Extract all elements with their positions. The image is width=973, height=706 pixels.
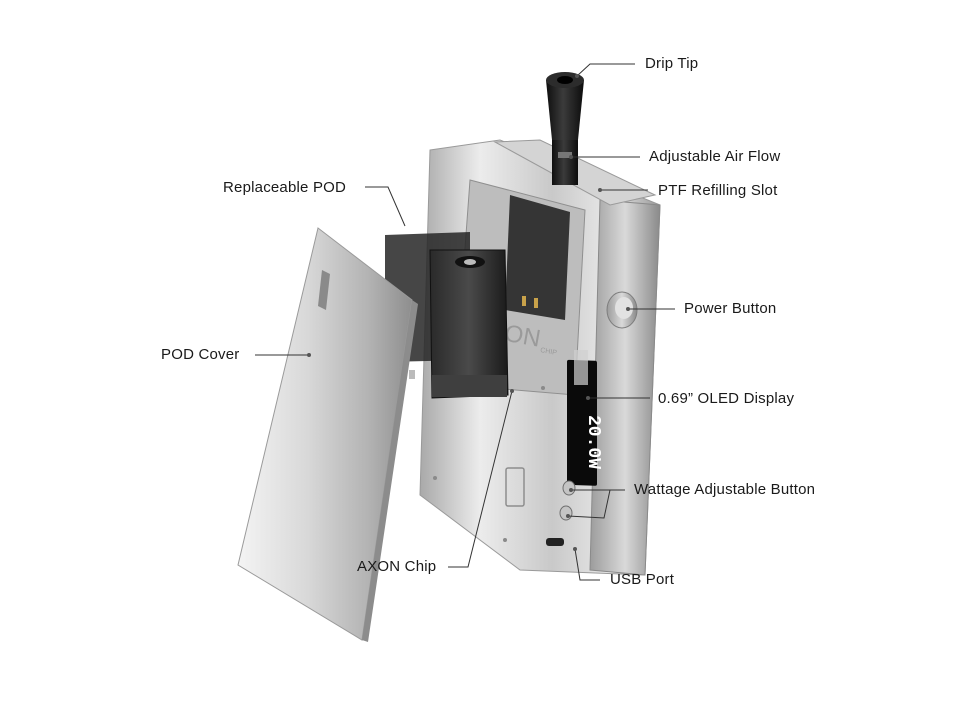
- label-wattage-button: Wattage Adjustable Button: [634, 481, 816, 498]
- power-button-shape: [606, 291, 638, 329]
- drip-tip-shape: [546, 72, 584, 185]
- usb-port-shape: [546, 538, 564, 546]
- label-ptf-refilling-slot: PTF Refilling Slot: [658, 182, 778, 199]
- axon-brand-sub: CHIP: [540, 347, 558, 357]
- label-power-button: Power Button: [684, 300, 777, 317]
- leader-lines: [255, 63, 675, 581]
- label-axon-chip: AXON Chip: [357, 558, 437, 575]
- label-adjustable-air-flow: Adjustable Air Flow: [649, 148, 781, 165]
- label-drip-tip: Drip Tip: [645, 55, 699, 72]
- label-oled-display: 0.69” OLED Display: [658, 390, 795, 407]
- pod-cover-shape: [237, 227, 418, 642]
- label-replaceable-pod: Replaceable POD: [223, 179, 347, 196]
- label-usb-port: USB Port: [610, 571, 675, 588]
- oled-screen: 20.0W: [567, 350, 603, 486]
- label-pod-cover: POD Cover: [161, 346, 240, 363]
- display-wattage: 20.0W: [583, 415, 603, 469]
